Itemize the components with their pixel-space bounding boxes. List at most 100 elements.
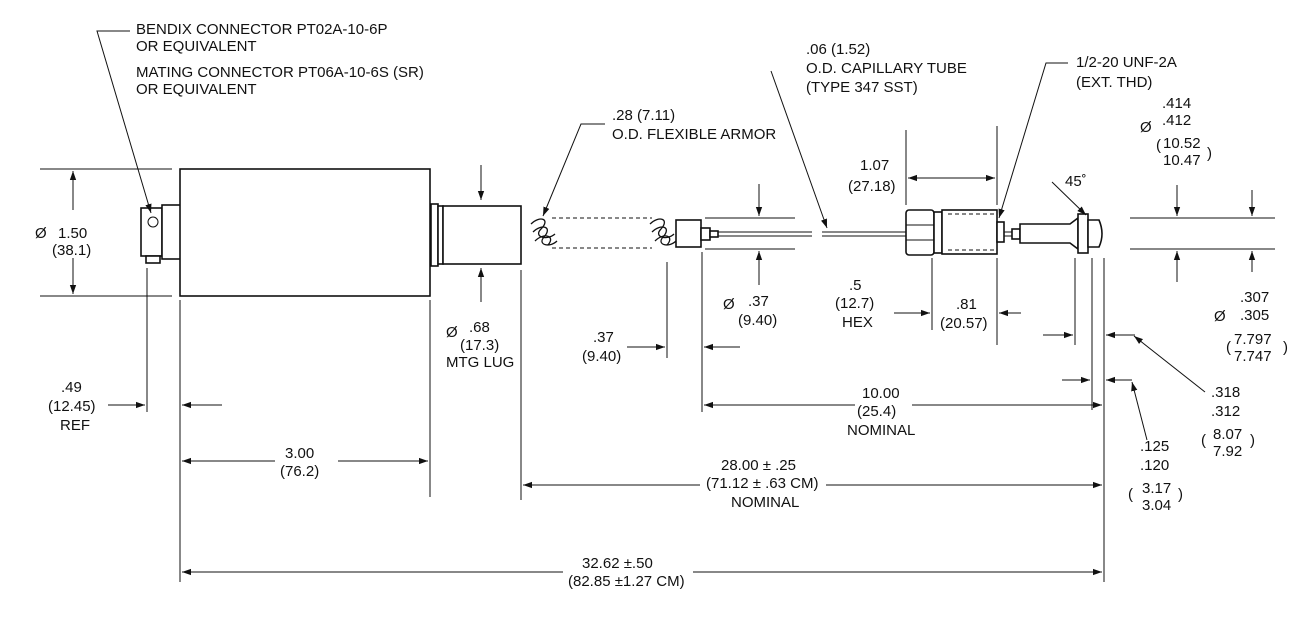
lug-label: Ø .68 (17.3) MTG LUG: [446, 319, 514, 371]
overall-b: (82.85 ±1.27 CM): [568, 573, 685, 590]
len28-b: (71.12 ± .63 CM): [706, 475, 818, 492]
connector-shape: [140, 204, 182, 264]
bodydia-phi: Ø: [35, 225, 47, 242]
tipdia-c: 10.52: [1163, 135, 1201, 152]
len318-b: .312: [1211, 403, 1240, 420]
connector-line2: OR EQUIVALENT: [136, 38, 257, 55]
hex-label: .5 (12.7) HEX: [835, 277, 874, 331]
svg-text:(: (: [1201, 432, 1206, 449]
len-318-label: .318 .312 ( 8.07 7.92 ): [1201, 384, 1255, 460]
hex-b: (12.7): [835, 295, 874, 312]
threaded-housing-shape: [941, 209, 1005, 255]
dia37-b: (9.40): [738, 312, 777, 329]
main-body: [179, 168, 431, 297]
lug-c: MTG LUG: [446, 354, 514, 371]
body-diameter-label: Ø 1.50 (38.1): [35, 225, 91, 259]
armor-line1: .28 (7.11): [612, 107, 675, 124]
len28-a: 28.00 ± .25: [721, 457, 796, 474]
thread-line2: (EXT. THD): [1076, 74, 1152, 91]
capillary-line3: (TYPE 347 SST): [806, 79, 918, 96]
cable-fitting-shape: [675, 219, 719, 248]
hex-nut-shape: [905, 209, 943, 256]
probedia-b: .305: [1240, 307, 1269, 324]
dia37-a: .37: [748, 293, 769, 310]
len-28-label: 28.00 ± .25 (71.12 ± .63 CM) NOMINAL: [706, 457, 818, 511]
svg-text:(: (: [1156, 137, 1161, 154]
svg-text:): ): [1250, 432, 1255, 449]
len37-b: (9.40): [582, 348, 621, 365]
svg-text:): ): [1207, 145, 1212, 162]
probe-diameter-label: Ø .307 .305 ( 7.797 7.747 ): [1214, 289, 1288, 365]
len107-b: (27.18): [848, 178, 896, 195]
svg-text:): ): [1178, 486, 1183, 503]
capillary-callout: .06 (1.52) O.D. CAPILLARY TUBE (TYPE 347…: [806, 41, 967, 96]
lug-b: (17.3): [460, 337, 499, 354]
len125-c: 3.17: [1142, 480, 1171, 497]
flexible-armor-shape: [530, 217, 677, 249]
connector-line4: OR EQUIVALENT: [136, 81, 257, 98]
len125-b: .120: [1140, 457, 1169, 474]
len10-a: 10.00: [862, 385, 900, 402]
len-125-label: .125 .120 ( 3.17 3.04 ): [1128, 438, 1183, 514]
len-300-label: 3.00 (76.2): [280, 445, 319, 480]
ref-49-label: .49 (12.45) REF: [48, 379, 96, 434]
thread-callout: 1/2-20 UNF-2A (EXT. THD): [1076, 54, 1177, 91]
len318-a: .318: [1211, 384, 1240, 401]
probe-tip-shape: [1004, 213, 1103, 254]
sensor-geometry: [140, 168, 1103, 297]
lug-a: .68: [469, 319, 490, 336]
tipdia-phi: Ø: [1140, 119, 1152, 136]
tip-diameter-label: Ø .414 .412 ( 10.52 10.47 ): [1140, 95, 1212, 169]
tipdia-b: .412: [1162, 112, 1191, 129]
len28-c: NOMINAL: [731, 494, 799, 511]
capillary-line2: O.D. CAPILLARY TUBE: [806, 60, 967, 77]
capillary-tube-shape: [718, 231, 906, 237]
hex-c: HEX: [842, 314, 873, 331]
lug-phi: Ø: [446, 324, 458, 341]
bodydia-a: 1.50: [58, 225, 87, 242]
probedia-a: .307: [1240, 289, 1269, 306]
len-37-label: .37 (9.40): [582, 329, 621, 365]
capillary-line1: .06 (1.52): [806, 41, 870, 58]
armor-callout: .28 (7.11) O.D. FLEXIBLE ARMOR: [612, 107, 776, 143]
svg-text:(: (: [1226, 339, 1231, 356]
svg-text:): ): [1283, 339, 1288, 356]
overall-a: 32.62 ±.50: [582, 555, 653, 572]
connector-callout: BENDIX CONNECTOR PT02A-10-6P OR EQUIVALE…: [136, 21, 424, 98]
tipdia-a: .414: [1162, 95, 1191, 112]
len318-c: 8.07: [1213, 426, 1242, 443]
probedia-d: 7.747: [1234, 348, 1272, 365]
dimension-lines: [40, 30, 1275, 582]
len81-b: (20.57): [940, 315, 988, 332]
ref49-a: .49: [61, 379, 82, 396]
armor-line2: O.D. FLEXIBLE ARMOR: [612, 126, 776, 143]
len300-b: (76.2): [280, 463, 319, 480]
dia37-phi: Ø: [723, 296, 735, 313]
len-10-label: 10.00 (25.4) NOMINAL: [847, 385, 915, 439]
mounting-lug-shape: [430, 203, 522, 267]
len125-d: 3.04: [1142, 497, 1171, 514]
connector-line3: MATING CONNECTOR PT06A-10-6S (SR): [136, 64, 424, 81]
tipdia-d: 10.47: [1163, 152, 1201, 169]
probedia-c: 7.797: [1234, 331, 1272, 348]
connector-line1: BENDIX CONNECTOR PT02A-10-6P: [136, 21, 387, 38]
hex-a: .5: [849, 277, 862, 294]
ref49-b: (12.45): [48, 398, 96, 415]
len107-a: 1.07: [860, 157, 889, 174]
len125-a: .125: [1140, 438, 1169, 455]
ref49-c: REF: [60, 417, 90, 434]
len10-c: NOMINAL: [847, 422, 915, 439]
len81-a: .81: [956, 296, 977, 313]
angle-label: 45˚: [1065, 173, 1087, 190]
len-107-label: 1.07 (27.18): [848, 157, 896, 195]
probedia-phi: Ø: [1214, 308, 1226, 325]
len-81-label: .81 (20.57): [940, 296, 988, 332]
svg-text:(: (: [1128, 486, 1133, 503]
bodydia-b: (38.1): [52, 242, 91, 259]
len10-b: (25.4): [857, 403, 896, 420]
len318-d: 7.92: [1213, 443, 1242, 460]
dia-37-label: Ø .37 (9.40): [723, 293, 777, 329]
len37-a: .37: [593, 329, 614, 346]
len300-a: 3.00: [285, 445, 314, 462]
